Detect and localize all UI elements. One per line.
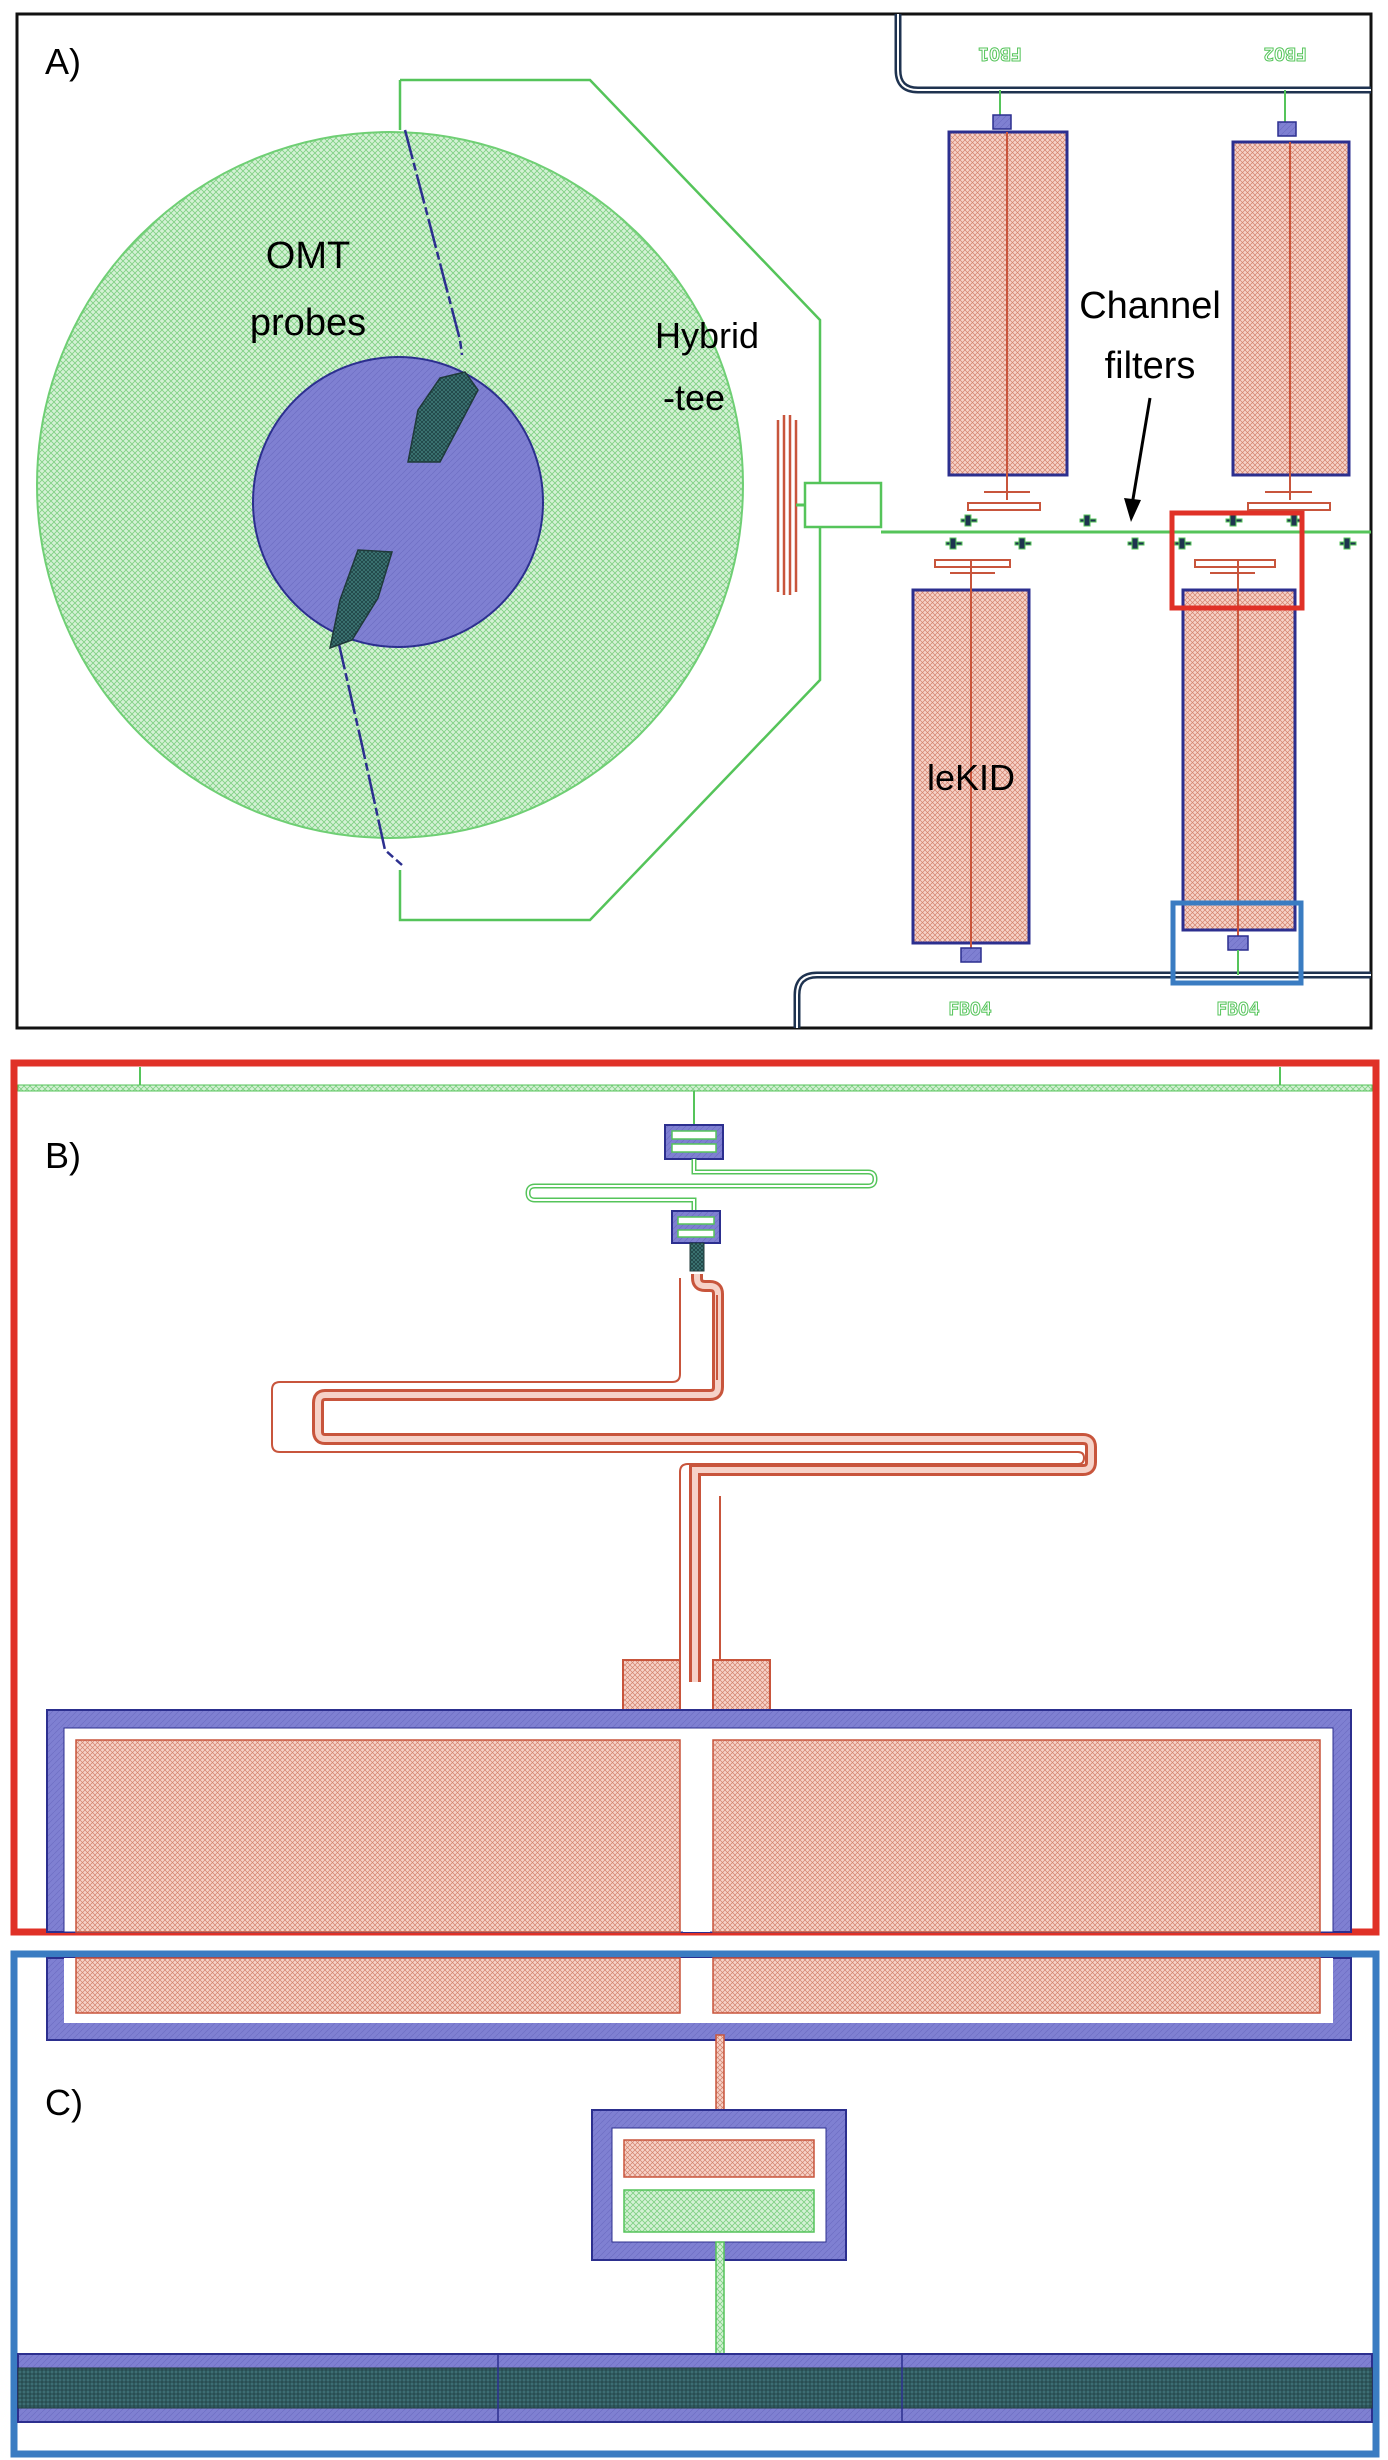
- panel-b-label: B): [45, 1135, 81, 1176]
- c-feedline: [17, 2353, 1373, 2423]
- chip-label-bottom-left: FBO4: [948, 999, 992, 1020]
- chip-label-top-right: FBO2: [1263, 43, 1306, 64]
- lekid-top-left: [947, 114, 1069, 511]
- omt-inner-circle: [252, 356, 544, 648]
- b-meander-inductor-return: [271, 1278, 1086, 1682]
- hybrid-tee-coupler: [776, 415, 798, 595]
- b-feedline: [17, 1084, 1373, 1092]
- hybrid-tee-box: [803, 481, 883, 529]
- hybrid-label-line2: -tee: [663, 377, 725, 418]
- omt-probe-line-bottom: [336, 639, 403, 866]
- panel-c: C): [10, 1950, 1380, 2458]
- omt-label-line2: probes: [250, 302, 366, 344]
- chip-label-top-left: FBO1: [978, 43, 1021, 64]
- highlight-box-red-a: [1169, 510, 1305, 611]
- b-coupling-capacitor-1: [664, 1124, 724, 1160]
- highlight-box-blue-a: [1170, 900, 1304, 986]
- panel-a-label: A): [45, 41, 81, 82]
- channel-filter-markers: [945, 514, 1357, 550]
- b-coupling-capacitor-2: [671, 1210, 721, 1244]
- omt-probe-line-top: [403, 129, 464, 356]
- channel-filters-label-line1: Channel: [1079, 285, 1221, 327]
- channel-filters-label-line2: filters: [1105, 345, 1196, 387]
- c-feed-lead: [715, 2241, 725, 2365]
- omt-probe-top: [407, 371, 479, 463]
- b-capacitor-body: [46, 1709, 1352, 1933]
- hybrid-label-line1: Hybrid: [655, 315, 759, 356]
- waveguide-outline: [398, 78, 822, 922]
- lekid-top-right: [1231, 121, 1351, 511]
- c-capacitor-body: [46, 1957, 1352, 2041]
- omt-probe-bottom: [328, 549, 393, 650]
- lekid-bottom-left: [911, 559, 1031, 963]
- lekid-bottom-right: [1181, 559, 1297, 975]
- lekid-label: leKID: [927, 757, 1015, 798]
- b-via: [689, 1242, 705, 1272]
- panel-c-label: C): [45, 2082, 83, 2123]
- omt-label-line1: OMT: [266, 235, 350, 277]
- panel-b: B): [10, 1059, 1380, 1936]
- c-coupling-capacitor: [591, 2109, 847, 2261]
- channel-filters-arrow: [1130, 397, 1152, 506]
- chip-label-bottom-right: FBO4: [1216, 999, 1260, 1020]
- panel-a: A) OMT probes Hybrid -tee: [15, 12, 1373, 1030]
